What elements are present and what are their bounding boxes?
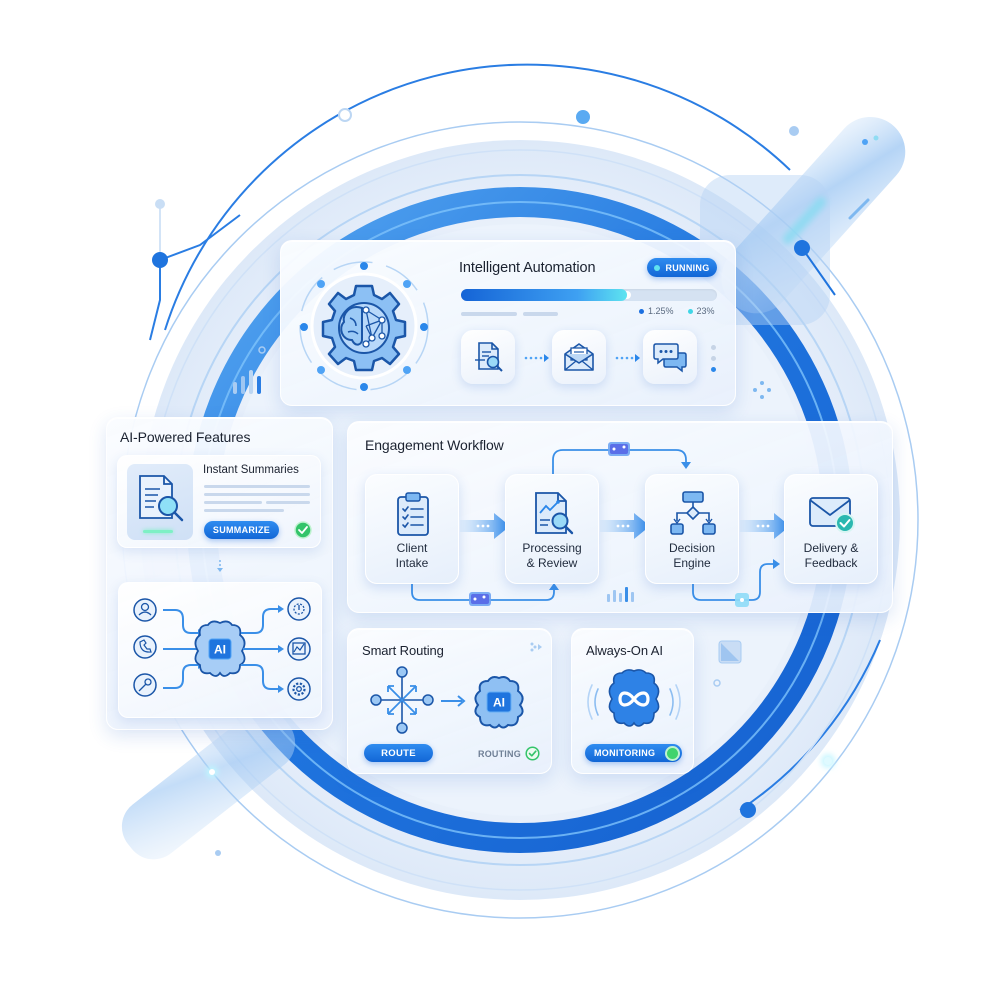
check-circle-icon <box>294 521 312 539</box>
placeholder-line <box>204 501 262 504</box>
placeholder-line <box>204 509 284 512</box>
placeholder-line <box>266 501 310 504</box>
status-label: RUNNING <box>665 262 710 273</box>
document-analysis-icon <box>535 492 574 535</box>
route-button[interactable]: ROUTE <box>364 744 433 762</box>
running-status-badge: RUNNING <box>647 258 717 277</box>
step-label-line2: Engine <box>673 556 711 570</box>
pager-dots <box>711 345 716 372</box>
intelligent-automation-card: Intelligent Automation RUNNING 1.25% 23% <box>280 240 736 406</box>
step-label-line2: & Review <box>526 556 578 570</box>
automation-progress-bar <box>461 289 717 301</box>
automation-title: Intelligent Automation <box>459 260 596 276</box>
placeholder-line <box>461 312 517 316</box>
status-dot <box>654 264 661 271</box>
ai-gear-brain-icon <box>299 261 429 391</box>
ai-powered-features-card: AI-Powered Features Instant Summaries SU… <box>106 417 333 730</box>
flow-arrow-icon <box>740 513 790 539</box>
always-on-title: Always-On AI <box>586 643 663 658</box>
right-arrow-icon <box>441 695 466 707</box>
chat-bubbles-icon <box>653 343 687 373</box>
envelope-tile[interactable] <box>552 330 606 384</box>
step-label-line1: Delivery & <box>803 541 859 555</box>
engagement-workflow-card: Engagement Workflow <box>347 421 893 613</box>
stat-item: 1.25% <box>639 306 674 316</box>
envelope-icon <box>564 343 594 371</box>
clipboard-checklist-icon <box>397 492 429 536</box>
workflow-step-decision-engine[interactable]: Decision Engine <box>645 474 739 584</box>
dotted-arrow-icon <box>524 354 549 362</box>
chat-tile[interactable] <box>643 330 697 384</box>
down-arrow-icon <box>217 560 223 572</box>
ai-hub-card: AI <box>118 582 322 718</box>
routing-title: Smart Routing <box>362 643 444 658</box>
play-dots-icon <box>530 642 542 652</box>
document-search-tile[interactable] <box>461 330 515 384</box>
always-on-ai-card: Always-On AI MONITORING <box>571 628 694 774</box>
instant-summaries-card: Instant Summaries SUMMARIZE <box>117 455 321 548</box>
features-title: AI-Powered Features <box>120 429 251 445</box>
routing-network-icon <box>370 666 434 734</box>
summaries-title: Instant Summaries <box>203 464 299 476</box>
ai-hub-diagram: AI <box>133 597 311 701</box>
workflow-step-processing-review[interactable]: Processing & Review <box>505 474 599 584</box>
monitoring-indicator <box>667 747 678 759</box>
workflow-step-delivery-feedback[interactable]: Delivery & Feedback <box>784 474 878 584</box>
document-search-icon <box>475 342 503 372</box>
placeholder-line <box>204 493 310 496</box>
summarize-button[interactable]: SUMMARIZE <box>204 521 279 539</box>
ai-brain-icon: AI <box>474 676 524 729</box>
step-label-line2: Feedback <box>804 556 858 570</box>
workflow-step-client-intake[interactable]: Client Intake <box>365 474 459 584</box>
step-label-line1: Client <box>396 541 428 555</box>
placeholder-line <box>204 485 310 488</box>
glow-bar <box>143 530 173 533</box>
placeholder-line <box>523 312 558 316</box>
flowchart-icon <box>670 491 716 535</box>
routing-status: ROUTING <box>478 746 540 761</box>
routing-ai-label: AI <box>493 696 505 710</box>
envelope-check-icon <box>809 497 855 533</box>
ai-label: AI <box>214 643 226 657</box>
document-search-icon <box>139 475 184 522</box>
workflow-connectors <box>411 442 780 607</box>
summary-icon-tile <box>127 464 193 540</box>
flow-arrow-icon <box>460 513 510 539</box>
stat-dot-blue <box>639 308 644 314</box>
flow-arrow-icon <box>600 513 650 539</box>
monitoring-status-toggle[interactable]: MONITORING <box>585 744 682 762</box>
automation-stats: 1.25% 23% <box>639 306 715 316</box>
dotted-arrow-icon <box>615 354 640 362</box>
stat-item: 23% <box>687 306 715 316</box>
check-circle-icon <box>525 746 540 761</box>
workflow-title: Engagement Workflow <box>365 437 504 453</box>
stat-dot-cyan <box>687 308 693 314</box>
step-label-line2: Intake <box>395 556 429 570</box>
smart-routing-card: Smart Routing AI ROUTE ROUTING <box>347 628 552 774</box>
progress-fill <box>461 289 628 301</box>
step-label-line1: Processing <box>522 541 582 555</box>
infinity-brain-icon <box>587 669 681 727</box>
step-label-line1: Decision <box>668 541 716 555</box>
